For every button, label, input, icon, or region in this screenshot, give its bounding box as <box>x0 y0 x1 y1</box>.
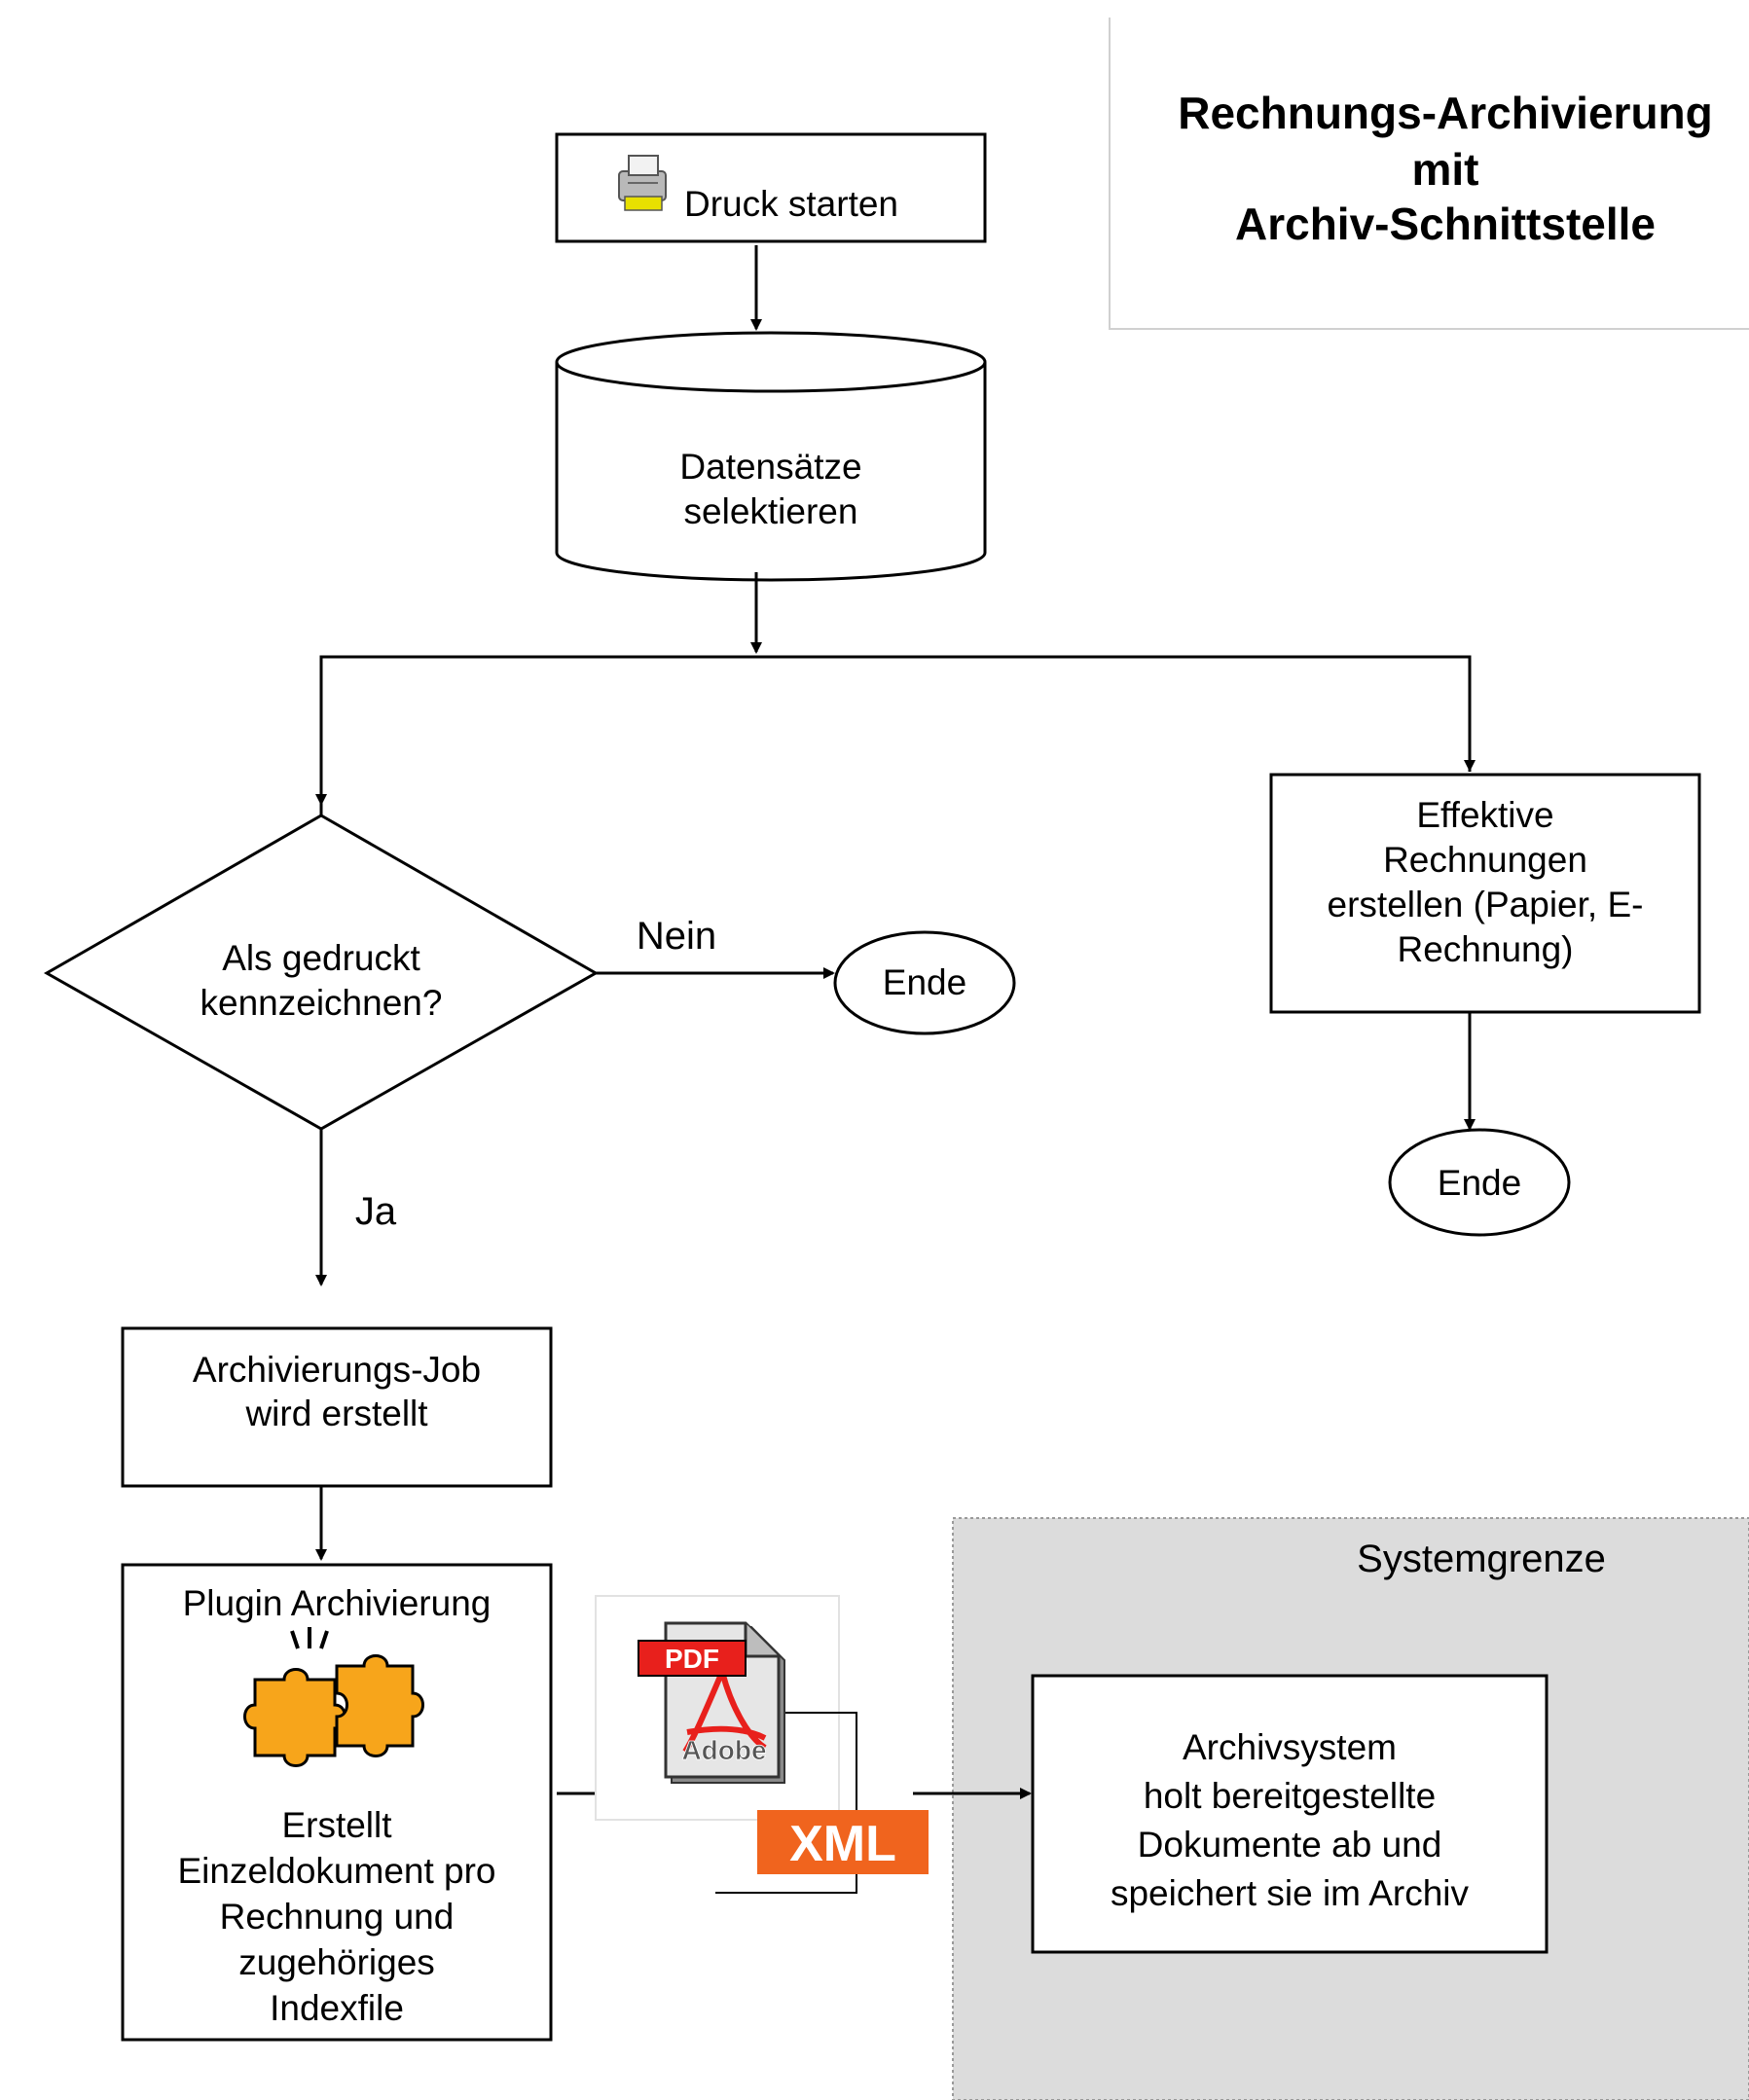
pdf-document-icon: PDF Adobe <box>638 1621 785 1784</box>
effektive-rechnungen-node: Effektive Rechnungen erstellen (Papier, … <box>1269 773 1701 1014</box>
plugin-label-line-1: Erstellt <box>281 1805 392 1845</box>
plugin-label-line-4: zugehöriges <box>238 1942 435 1982</box>
ende-left-label: Ende <box>883 962 966 1002</box>
druck-starten-node: Druck starten <box>555 132 987 243</box>
ja-edge-label: Ja <box>355 1190 397 1233</box>
effektive-label-line-3: erstellen (Papier, E- <box>1328 885 1644 924</box>
plugin-label-line-3: Rechnung und <box>220 1897 455 1937</box>
xml-document-icon: XML <box>757 1810 929 1874</box>
plugin-archivierung-node: Plugin Archivierung Erstellt Einzeldokum… <box>121 1563 553 2042</box>
xml-badge-label: XML <box>789 1816 896 1872</box>
archivsystem-label-line-1: Archivsystem <box>1183 1727 1397 1767</box>
decision-node: Als gedruckt kennzeichnen? <box>43 814 600 1131</box>
plugin-label-line-2: Einzeldokument pro <box>177 1851 495 1891</box>
effektive-label-line-1: Effektive <box>1416 795 1553 835</box>
druck-starten-label: Druck starten <box>684 184 898 224</box>
archivsystem-node: Archivsystem holt bereitgestellte Dokume… <box>1031 1674 1549 1954</box>
ende-left-node: Ende <box>833 930 1016 1035</box>
effektive-label-line-2: Rechnungen <box>1383 840 1587 880</box>
datensaetze-label-line-2: selektieren <box>684 491 858 531</box>
pdf-brand-label: Adobe <box>681 1735 766 1765</box>
archivierungs-job-label-line-1: Archivierungs-Job <box>193 1350 481 1390</box>
archivsystem-label-line-2: holt bereitgestellte <box>1144 1776 1436 1816</box>
archivsystem-label-line-3: Dokumente ab und <box>1138 1825 1442 1865</box>
archivierungs-job-label-line-2: wird erstellt <box>244 1394 428 1433</box>
ende-right-label: Ende <box>1438 1163 1521 1203</box>
system-boundary-label: Systemgrenze <box>1357 1538 1606 1580</box>
diagram-title-line-3: Archiv-Schnittstelle <box>1235 199 1656 249</box>
diagram-title-line-1: Rechnungs-Archivierung <box>1178 88 1713 138</box>
effektive-label-line-4: Rechnung) <box>1397 929 1573 969</box>
datensaetze-node: Datensätze selektieren <box>555 331 987 582</box>
decision-label-line-1: Als gedruckt <box>222 938 420 978</box>
plugin-label-line-5: Indexfile <box>270 1988 404 2028</box>
decision-label-line-2: kennzeichnen? <box>200 983 443 1023</box>
archivierungs-job-node: Archivierungs-Job wird erstellt <box>121 1326 553 1488</box>
title-panel: Rechnungs-Archivierung mit Archiv-Schnit… <box>1109 18 1749 330</box>
nein-edge-label: Nein <box>637 915 716 958</box>
diagram-title-line-2: mit <box>1412 144 1479 195</box>
ende-right-node: Ende <box>1388 1128 1571 1237</box>
printer-icon <box>618 155 667 211</box>
pdf-badge-label: PDF <box>665 1644 719 1674</box>
datensaetze-label-line-1: Datensätze <box>679 447 861 487</box>
documents-group: PDF Adobe XML <box>595 1595 929 1894</box>
puzzle-pieces-icon <box>243 1627 424 1767</box>
plugin-heading: Plugin Archivierung <box>183 1583 492 1623</box>
archivsystem-label-line-4: speichert sie im Archiv <box>1111 1873 1470 1913</box>
